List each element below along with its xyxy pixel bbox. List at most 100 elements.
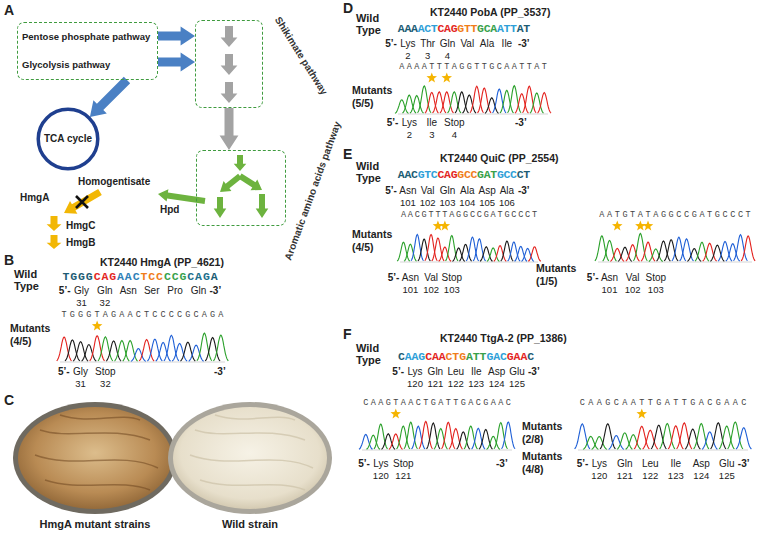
pathway-arrow <box>158 53 195 72</box>
amino-acid: Stop <box>646 272 667 284</box>
cycle-circle: TCA cycle <box>37 108 99 170</box>
row-label: Mutants (4/5) <box>352 228 396 254</box>
residue-number: 124 <box>489 378 505 389</box>
enzyme-label: HmgB <box>66 237 95 249</box>
trace-peak <box>487 248 500 262</box>
strand-end: 5’- <box>59 285 71 297</box>
residue-number: 122 <box>448 378 464 389</box>
row-label: Mutants (5/5) <box>352 84 396 110</box>
amino-acid: Val <box>460 38 474 50</box>
amino-acid: Val <box>424 272 438 284</box>
strand-end: -3’ <box>210 285 222 297</box>
trace-peak <box>575 424 590 449</box>
strand-end: -3’ <box>496 458 508 470</box>
strand-end: 5’- <box>385 38 397 50</box>
mutation-star <box>391 409 402 419</box>
trace-peak <box>538 93 552 114</box>
strand-end: -3’ <box>214 366 226 378</box>
mutation-star <box>612 221 623 231</box>
strand-end: 5’- <box>577 458 589 470</box>
trace-baseline <box>398 114 548 115</box>
colony-streaks <box>35 415 158 490</box>
trace-peak <box>502 422 516 449</box>
dna-sequence: TGGGCAGAACTCCCCGCAGA <box>62 270 218 284</box>
row-label: Mutants (4/5) <box>10 322 54 348</box>
strand-end: -3’ <box>518 38 530 50</box>
residue-number: 120 <box>407 378 423 389</box>
amino-acid: Val <box>421 185 435 197</box>
mutation-star <box>635 221 646 231</box>
group-heading: Shikimate pathway <box>272 15 330 98</box>
trace-peak <box>603 240 617 261</box>
residue-number: 31 <box>75 378 86 389</box>
trace-baseline <box>400 262 538 263</box>
residue-number: 121 <box>395 470 411 481</box>
amino-acid: Ala <box>500 185 514 197</box>
trace-peak <box>592 437 607 450</box>
pathway-arrow <box>220 174 242 192</box>
residue-number: 104 <box>459 197 475 208</box>
residue-number: 4 <box>452 129 457 140</box>
residue-number: 3 <box>425 50 430 61</box>
gene-title: KT2440 QuiC (PP_2554) <box>440 152 558 164</box>
panel-letter: E <box>343 146 352 162</box>
residue-number: 2 <box>407 129 412 140</box>
amino-acid: Pro <box>167 285 183 297</box>
amino-acid: Ile <box>671 458 682 470</box>
trace-peak <box>164 335 179 360</box>
read-sequence: AAAATTTAGGTTGCAATTAT <box>399 62 549 72</box>
amino-acid: Stop <box>442 272 463 284</box>
enzyme-label: HmgC <box>66 220 95 232</box>
amino-acid: Ile <box>471 366 482 378</box>
strand-end: 5’- <box>388 272 400 284</box>
amino-acid: Asn <box>120 285 137 297</box>
row-label: Mutants (2/8) <box>522 420 566 446</box>
dna-sequence: AACGTCCAGGCCGATGCCCT <box>398 168 530 182</box>
row-label: Wild Type <box>356 12 390 36</box>
plate-label: HmgA mutant strains <box>40 518 151 531</box>
amino-acid: Asn <box>601 272 618 284</box>
plate-rim <box>168 402 332 514</box>
mutation-star <box>442 73 453 83</box>
strand-end: 5’- <box>587 272 599 284</box>
enzyme-label: Hpd <box>160 204 179 216</box>
trace-peak <box>694 424 709 449</box>
amino-acid: Gln <box>617 458 633 470</box>
residue-number: 125 <box>509 378 525 389</box>
trace-peak <box>478 88 492 113</box>
read-sequence: CAAGTAACTGATTGACGAAC <box>363 398 513 408</box>
residue-number: 101 <box>400 197 416 208</box>
trace-baseline <box>60 362 225 363</box>
residue-number: 123 <box>668 470 684 481</box>
residue-number: 32 <box>100 297 111 308</box>
mutation-star <box>643 221 654 231</box>
pathway-arrow <box>238 174 262 191</box>
amino-acid: Gly <box>73 366 88 378</box>
amino-acid: Ser <box>144 285 160 297</box>
plate-label: Wild strain <box>222 518 278 531</box>
residue-number: 31 <box>76 297 87 308</box>
trace-peak <box>641 242 655 261</box>
amino-acid: Gln <box>191 285 207 297</box>
trace-peak <box>521 249 534 262</box>
row-label: Mutants (1/5) <box>536 262 580 288</box>
residue-number: 120 <box>373 470 389 481</box>
mutation-star <box>427 73 438 83</box>
amino-acid: Val <box>626 272 640 284</box>
amino-acid: Stop <box>444 117 465 129</box>
trace-peak <box>618 247 632 261</box>
trace-peak <box>736 428 751 449</box>
residue-number: 32 <box>100 378 111 389</box>
pathway-name: Pentose phosphate pathway <box>22 31 150 43</box>
amino-acid: Asn <box>402 272 419 284</box>
residue-number: 124 <box>693 470 709 481</box>
residue-number: 123 <box>468 378 484 389</box>
amino-acid: Ala <box>480 38 494 50</box>
amino-acid: Gln <box>440 185 456 197</box>
flow-arrow <box>90 77 130 117</box>
panel-letter: A <box>4 2 14 18</box>
amino-acid: Gln <box>97 285 113 297</box>
pathway-arrow <box>214 197 227 218</box>
strand-end: 5’- <box>385 185 397 197</box>
residue-number: 102 <box>423 284 439 295</box>
